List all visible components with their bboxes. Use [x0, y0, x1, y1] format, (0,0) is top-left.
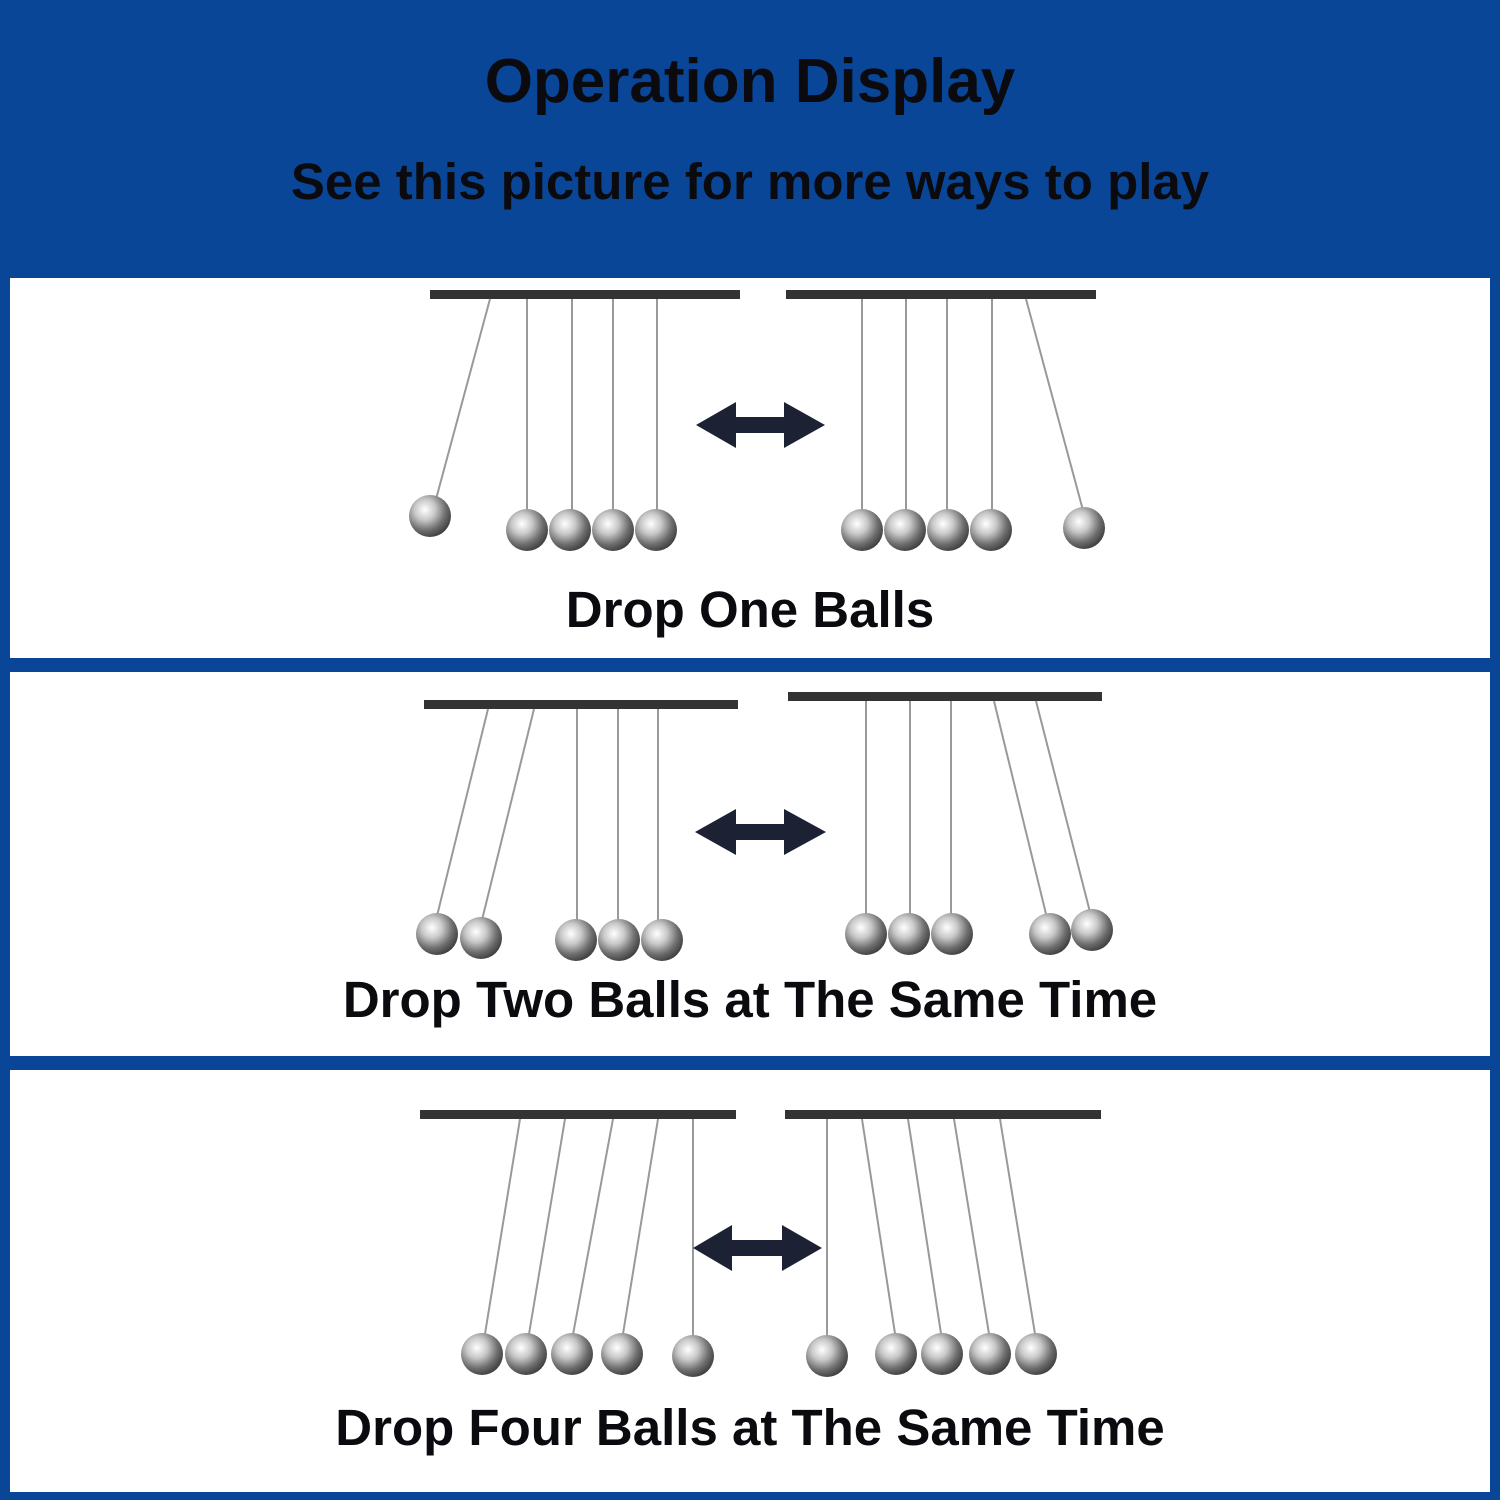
- cradle-illustration: [409, 290, 1105, 551]
- cradle-string: [527, 1118, 566, 1341]
- cradle-string: [861, 1118, 897, 1341]
- steel-ball: [884, 509, 926, 551]
- panel-drop-two: Drop Two Balls at The Same Time: [10, 672, 1490, 1056]
- steel-ball: [506, 509, 548, 551]
- steel-ball: [921, 1333, 963, 1375]
- panel-drop-four: Drop Four Balls at The Same Time: [10, 1070, 1490, 1492]
- steel-ball: [461, 1333, 503, 1375]
- steel-ball: [931, 913, 973, 955]
- cradle-string: [999, 1118, 1037, 1341]
- steel-ball: [601, 1333, 643, 1375]
- steel-ball: [416, 913, 458, 955]
- cradle-string: [431, 298, 491, 515]
- cradle-string: [480, 708, 535, 925]
- steel-ball: [970, 509, 1012, 551]
- cradle-bar: [785, 1110, 1101, 1119]
- steel-ball: [505, 1333, 547, 1375]
- double-arrow-icon: [695, 809, 826, 855]
- cradle-string: [571, 1118, 614, 1341]
- steel-ball: [969, 1333, 1011, 1375]
- steel-ball: [1029, 913, 1071, 955]
- cradle-string: [1025, 298, 1085, 515]
- cradle-string: [953, 1118, 991, 1341]
- double-arrow-icon: [693, 1225, 822, 1271]
- steel-ball: [635, 509, 677, 551]
- cradle-string: [1035, 700, 1092, 917]
- newtons-cradle-icon: [409, 290, 740, 551]
- panel-caption: Drop Four Balls at The Same Time: [335, 1399, 1165, 1456]
- steel-ball: [841, 509, 883, 551]
- cradle-string: [993, 700, 1048, 919]
- cradle-string: [621, 1118, 659, 1341]
- cradle-bar: [786, 290, 1096, 299]
- cradle-bar: [420, 1110, 736, 1119]
- cradle-string: [483, 1118, 521, 1341]
- panel-caption: Drop Two Balls at The Same Time: [342, 971, 1158, 1028]
- panel-caption: Drop One Balls: [565, 581, 935, 638]
- cradle-string: [435, 708, 489, 921]
- newtons-cradle-icon: [420, 1110, 736, 1377]
- steel-ball: [549, 509, 591, 551]
- newtons-cradle-icon: [788, 692, 1113, 955]
- steel-ball: [1015, 1333, 1057, 1375]
- steel-ball: [672, 1335, 714, 1377]
- steel-ball: [598, 919, 640, 961]
- newtons-cradle-icon: [785, 1110, 1101, 1377]
- cradle-illustration: [420, 1110, 1101, 1377]
- cradle-bar: [424, 700, 738, 709]
- panel-drop-one: Drop One Balls: [10, 278, 1490, 658]
- cradle-illustration: [416, 692, 1113, 961]
- steel-ball: [806, 1335, 848, 1377]
- page-subtitle: See this picture for more ways to play: [290, 153, 1210, 210]
- cradle-bar: [430, 290, 740, 299]
- cradle-string: [907, 1118, 943, 1341]
- page-title: Operation Display: [484, 47, 1016, 116]
- newtons-cradle-icon: [786, 290, 1105, 551]
- double-arrow-icon: [696, 402, 825, 448]
- steel-ball: [409, 495, 451, 537]
- steel-ball: [1063, 507, 1105, 549]
- steel-ball: [845, 913, 887, 955]
- steel-ball: [592, 509, 634, 551]
- steel-ball: [551, 1333, 593, 1375]
- steel-ball: [875, 1333, 917, 1375]
- steel-ball: [460, 917, 502, 959]
- steel-ball: [888, 913, 930, 955]
- steel-ball: [927, 509, 969, 551]
- header: Operation Display See this picture for m…: [0, 0, 1500, 272]
- steel-ball: [641, 919, 683, 961]
- steel-ball: [1071, 909, 1113, 951]
- newtons-cradle-icon: [416, 700, 738, 961]
- steel-ball: [555, 919, 597, 961]
- cradle-bar: [788, 692, 1102, 701]
